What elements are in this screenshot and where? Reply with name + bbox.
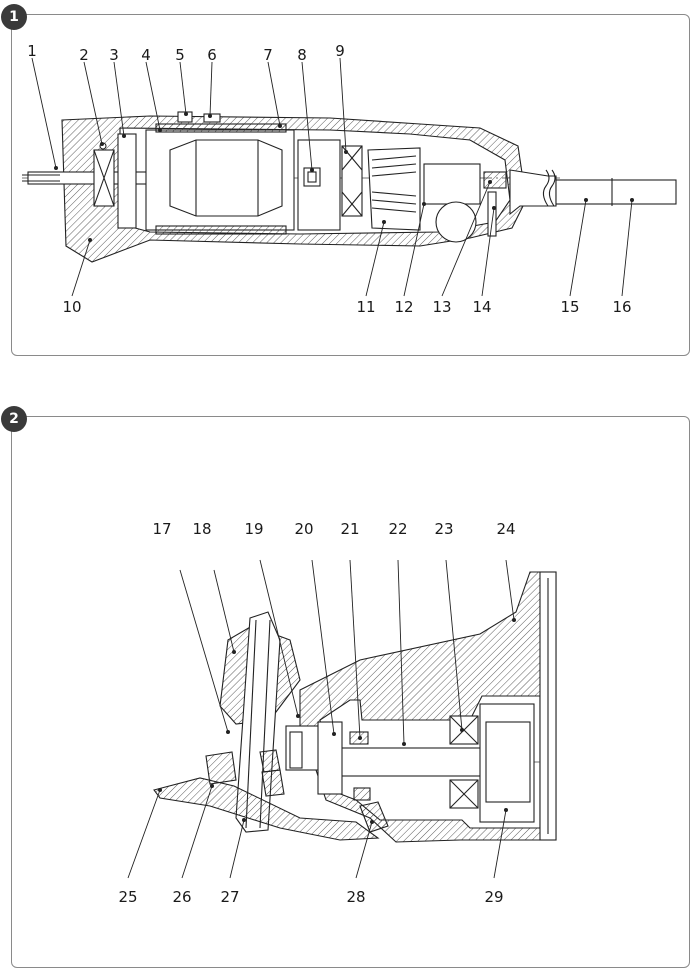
figure-1-leader-lines <box>31 57 633 297</box>
figure-1-labels: 1 2 3 4 5 6 7 8 9 10 11 12 13 14 15 16 <box>27 42 631 316</box>
callout-8: 8 <box>297 46 307 64</box>
callout-5: 5 <box>175 46 185 64</box>
callout-14: 14 <box>472 298 491 316</box>
callout-2: 2 <box>79 46 89 64</box>
tool-body-drawing <box>22 111 677 263</box>
callout-11: 11 <box>356 298 375 316</box>
figure-2-leader-dots <box>158 618 516 824</box>
callout-18: 18 <box>192 520 211 538</box>
callout-15: 15 <box>560 298 579 316</box>
callout-6: 6 <box>207 46 217 64</box>
callout-16: 16 <box>612 298 631 316</box>
figure-2-labels: 17 18 19 20 21 22 23 24 25 26 27 28 29 <box>118 520 515 906</box>
gear-head-drawing <box>153 571 557 843</box>
callout-1: 1 <box>27 42 37 60</box>
callout-23: 23 <box>434 520 453 538</box>
figure-2-badge: 2 <box>1 406 27 432</box>
figure-1-badge: 1 <box>1 4 27 30</box>
callout-21: 21 <box>340 520 359 538</box>
callout-9: 9 <box>335 42 345 60</box>
figure-2-leader-lines <box>127 559 515 879</box>
callout-12: 12 <box>394 298 413 316</box>
callout-26: 26 <box>172 888 191 906</box>
callout-27: 27 <box>220 888 239 906</box>
callout-4: 4 <box>141 46 151 64</box>
callout-7: 7 <box>263 46 273 64</box>
callout-20: 20 <box>294 520 313 538</box>
callout-22: 22 <box>388 520 407 538</box>
callout-28: 28 <box>346 888 365 906</box>
callout-13: 13 <box>432 298 451 316</box>
callout-17: 17 <box>152 520 171 538</box>
callout-25: 25 <box>118 888 137 906</box>
callout-24: 24 <box>496 520 515 538</box>
callout-19: 19 <box>244 520 263 538</box>
figure-1-leader-dots <box>54 112 634 242</box>
callout-10: 10 <box>62 298 81 316</box>
callout-29: 29 <box>484 888 503 906</box>
callout-3: 3 <box>109 46 119 64</box>
